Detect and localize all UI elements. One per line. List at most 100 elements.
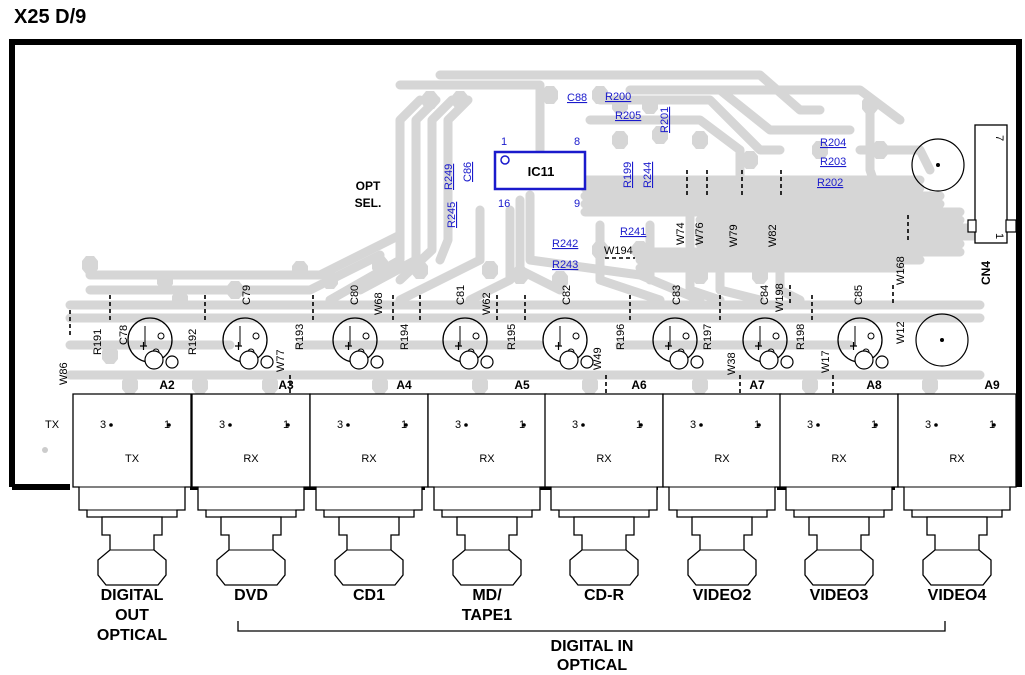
ref-black: W68 [373,292,385,315]
ref-black: W76 [694,222,706,245]
ref-black: C82 [561,285,573,305]
pad-3 [592,86,608,104]
ref-blue: R199 [622,162,634,188]
ref-black: W49 [592,347,604,370]
fiducial-dot [42,447,48,453]
cn4-body [974,124,1008,244]
cn4-pin-label: 1 [993,233,1005,239]
capacitor-pad [682,332,690,340]
pin-dot [816,423,820,427]
optic-ring-small [480,355,494,369]
ref-blue: R245 [446,202,458,228]
optic-ring-small [580,355,594,369]
ref-black: C84 [759,285,771,305]
ref-black: R197 [702,324,714,350]
capacitor [222,317,274,370]
jack-ref-label: A5 [514,378,530,392]
optic-ring [349,350,369,370]
cn4-pin-label: 7 [993,135,1005,141]
jack-plug [922,516,992,586]
capacitor [652,317,704,370]
pad-2 [542,86,558,104]
jack-ref-label: A3 [278,378,294,392]
pad-27 [192,376,208,394]
pin-label: 3 [100,419,106,431]
trace-24 [525,190,705,305]
jack-ref-label: A4 [396,378,412,392]
ref-black: C78 [118,325,130,345]
optic-ring [669,350,689,370]
pin-label: 1 [519,419,525,431]
pad-30 [472,376,488,394]
pad-31 [582,376,598,394]
trace-4 [395,80,545,155]
pin-label: 3 [337,419,343,431]
pin-dot [699,423,703,427]
trace-37 [715,195,765,305]
mount-hole-0 [911,138,965,192]
pin-dot [464,423,468,427]
pin-label: 1 [871,419,877,431]
opt-sel-label: OPT [356,179,381,193]
page-title: X25 D/9 [14,6,87,28]
cn4-key [967,219,977,233]
group-label: OPTICAL [557,657,627,674]
pad-26 [122,376,138,394]
pin-label: 3 [455,419,461,431]
jack-mode-label: TX [125,453,140,465]
optic-ring [239,350,259,370]
optic-ring [144,350,164,370]
pad-9 [742,151,758,169]
ref-black: C85 [853,285,865,305]
pin-label: 3 [572,419,578,431]
pad-23 [752,266,768,284]
capacitor-group [127,317,889,370]
pin-dot [992,423,996,427]
jack-mode-label: RX [479,453,495,465]
jack-plug [97,516,167,586]
jack-ref-label: A2 [159,378,175,392]
capacitor-pad [867,332,875,340]
trace-36 [685,195,725,305]
ref-black: R191 [92,329,104,355]
ref-black: R192 [187,329,199,355]
optic-ring-small [370,355,384,369]
pin-label: 1 [989,419,995,431]
optic-ring-small [875,355,889,369]
board-edge [9,39,1022,487]
jack-name-label: OPTICAL [97,627,167,644]
pad-28 [262,376,278,394]
ref-black: W79 [728,224,740,247]
pin-label: 1 [636,419,642,431]
pad-13 [812,141,828,159]
pad-36 [322,271,338,289]
ref-black: W74 [675,222,687,245]
pin-dot [167,423,171,427]
jack-name-label: TAPE1 [462,607,512,624]
jack-mode-label: RX [243,453,259,465]
optic-ring-small [260,355,274,369]
trace-1 [355,95,441,295]
ref-black: W198 [774,283,786,312]
trace-0 [325,95,425,305]
jack-mode-label: RX [714,453,730,465]
capacitor-pad [572,332,580,340]
pad-19 [552,271,568,289]
pin-label: 1 [754,419,760,431]
ref-black: W86 [58,362,70,385]
cn4-key [1005,219,1017,233]
capacitor-pad [362,332,370,340]
pin-dot [757,423,761,427]
ref-blue: R244 [642,162,654,188]
jack-mode-label: RX [949,453,965,465]
optic-ring [459,350,479,370]
pad-14 [832,181,848,199]
pad-29 [372,376,388,394]
pad-22 [692,266,708,284]
jack-name-label: DIGITAL [101,587,164,604]
